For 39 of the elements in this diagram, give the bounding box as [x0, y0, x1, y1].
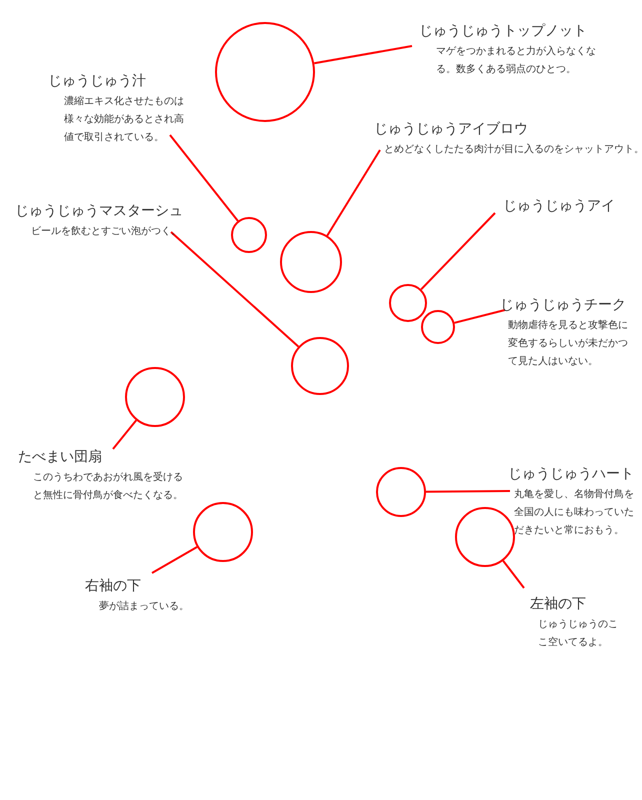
circle-marker: [231, 217, 267, 253]
circle-marker: [291, 337, 349, 395]
leader-line: [170, 231, 300, 348]
part-name: じゅうじゅうアイブロウ: [374, 120, 528, 138]
part-name: 右袖の下: [85, 577, 141, 595]
part-description: じゅうじゅうのここ空いてるよ。: [538, 618, 619, 650]
leader-line: [326, 149, 381, 236]
circle-marker: [455, 507, 515, 567]
part-name: じゅうじゅうマスターシュ: [15, 202, 183, 220]
circle-marker: [215, 22, 315, 122]
part-description: 動物虐待を見ると攻撃色に変色するらしいが未だかつて見た人はいない。: [508, 318, 629, 369]
part-description: このうちわであおがれ風を受けると無性に骨付鳥が食べたくなる。: [33, 470, 184, 503]
circle-marker: [125, 367, 185, 427]
part-description: 丸亀を愛し、名物骨付鳥を全国の人にも味わっていただきたいと常におもう。: [514, 488, 635, 538]
part-name: じゅうじゅうハート: [508, 465, 634, 483]
part-name: じゅうじゅうチーク: [500, 296, 626, 314]
part-description: 濃縮エキス化させたものは様々な効能があるとされ高値で取引されている。: [64, 94, 184, 145]
part-description: 夢が詰まっている。: [99, 600, 190, 614]
part-name: たべまい団扇: [18, 448, 102, 466]
part-name: じゅうじゅうアイ: [503, 197, 615, 215]
circle-marker: [193, 502, 253, 562]
leader-line: [426, 490, 510, 493]
leader-line: [314, 45, 412, 64]
part-name: じゅうじゅうトップノット: [419, 22, 587, 40]
leader-line: [420, 212, 496, 290]
circle-marker: [389, 284, 427, 322]
leader-line: [112, 420, 137, 450]
part-description: マゲをつかまれると力が入らなくなる。数多くある弱点のひとつ。: [436, 44, 597, 77]
part-description: ビールを飲むとすごい泡がつく。: [31, 225, 182, 239]
leader-line: [502, 560, 525, 589]
circle-marker: [421, 310, 455, 344]
part-name: 左袖の下: [530, 595, 586, 613]
leader-line: [454, 309, 506, 324]
part-name: じゅうじゅう汁: [48, 72, 146, 90]
circle-marker: [280, 231, 342, 293]
leader-line: [152, 546, 198, 574]
circle-marker: [376, 467, 426, 517]
part-description: とめどなくしたたる肉汁が目に入るのをシャットアウト。: [384, 142, 642, 157]
leader-line: [169, 134, 239, 222]
